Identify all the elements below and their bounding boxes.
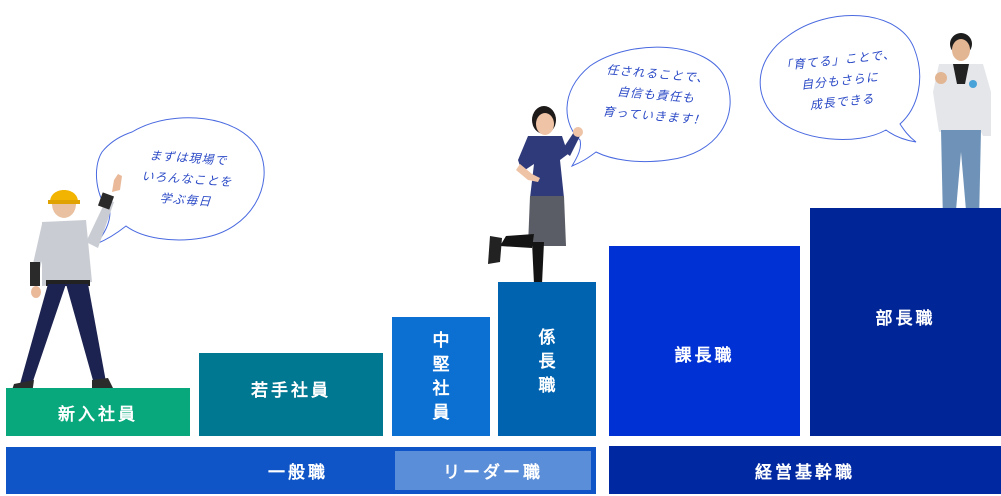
bubble-text: まずは現場で いろんなことを 学ぶ毎日 [120,144,254,216]
chief-photo [486,102,586,294]
speech-bubble-dept-head: 「育てる」ことで、 自分もさらに 成長できる [758,12,928,147]
level-label-char: 中 [432,330,450,351]
level-label-char: 係 [538,328,556,348]
speech-bubble-chief: 任されることで、 自信も責任も 育っていきます！ [560,44,740,174]
level-new-employee: 新入社員 [6,388,190,436]
level-label: 部長職 [875,308,936,329]
category-management: 経営基幹職 [609,446,1001,494]
category-label: 経営基幹職 [755,462,855,483]
level-label: 課長職 [674,345,735,366]
level-department-manager: 部長職 [810,208,1001,436]
level-label: 新入社員 [58,404,138,425]
category-label: リーダー職 [443,463,543,483]
new-employee-photo [8,172,128,397]
speech-bubble-outline-icon [94,117,265,246]
category-leader: リーダー職 [395,451,591,490]
level-label-char: 員 [432,402,450,423]
level-section-manager: 課長職 [609,246,800,436]
speech-bubble-new-employee: まずは現場で いろんなことを 学ぶ毎日 [92,112,272,252]
level-label-char: 社 [432,378,450,399]
level-label-char: 職 [538,376,556,396]
speech-bubble-outline-icon [566,46,731,168]
level-chief: 係 長 職 [498,282,596,436]
dept-head-photo [925,32,995,234]
speech-bubble-outline-icon [759,15,921,143]
level-label: 若手社員 [251,381,331,401]
level-label-char: 長 [538,352,556,372]
category-label: 一般職 [268,463,328,483]
level-mid-employee: 中 堅 社 員 [392,317,490,436]
level-label-char: 堅 [432,354,450,375]
level-young-employee: 若手社員 [199,353,383,436]
bubble-text: 任されることで、 自信も責任も 育っていきます！ [584,58,729,133]
